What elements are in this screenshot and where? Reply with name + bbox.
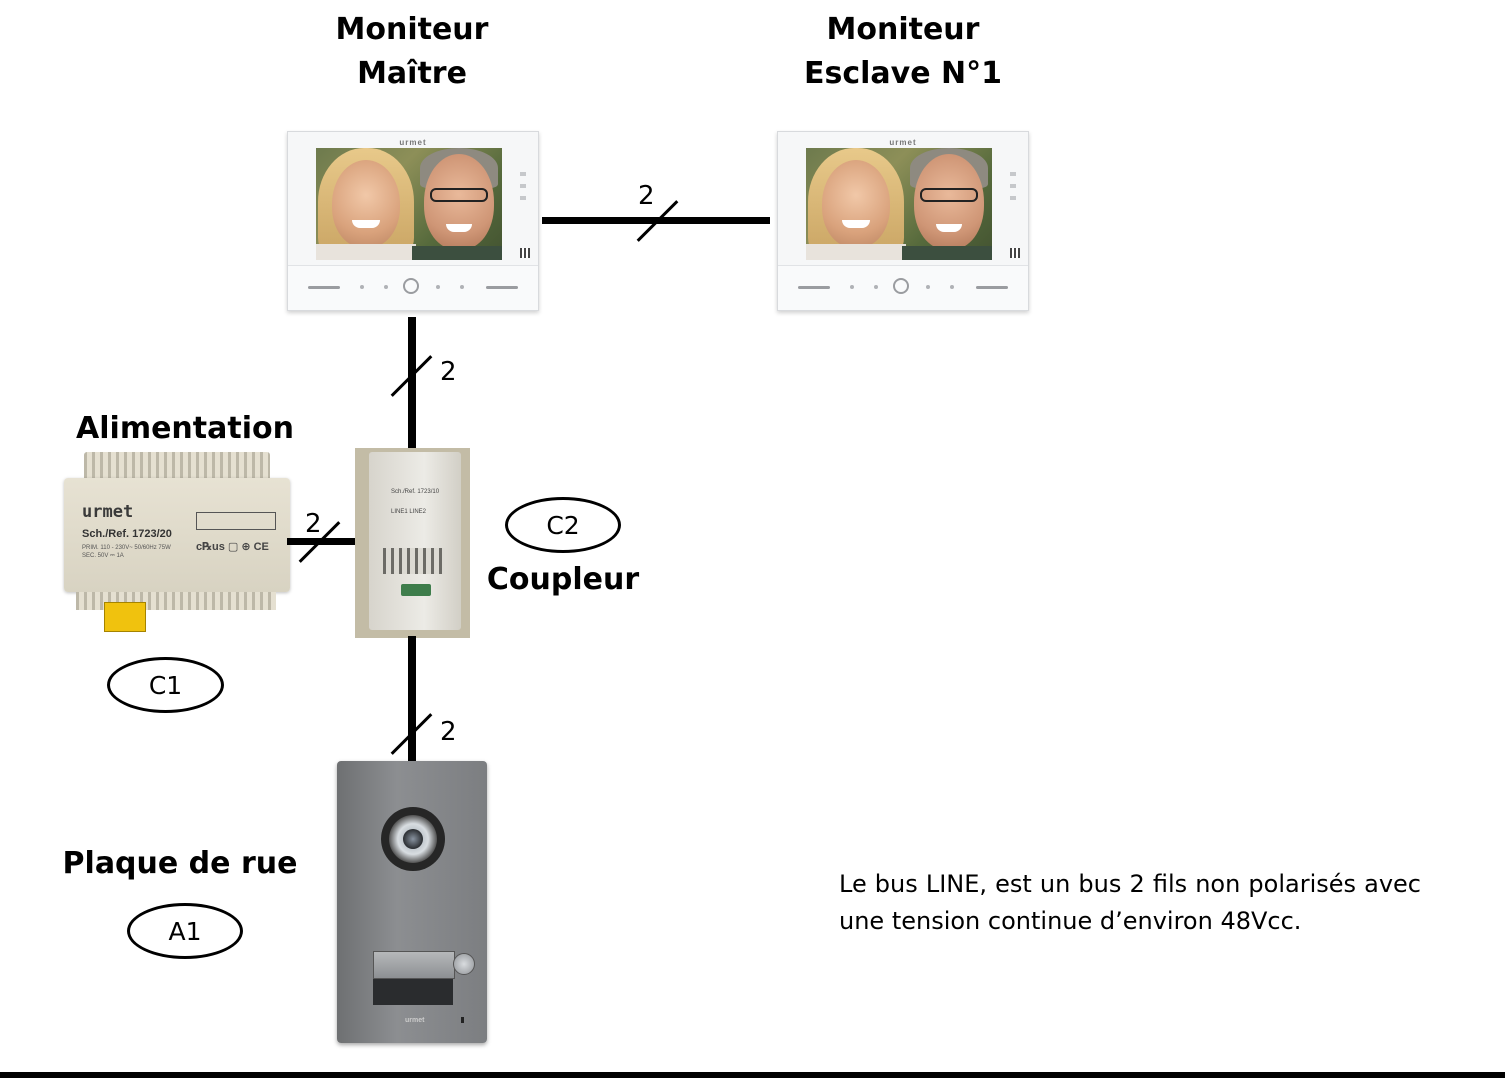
wire-master-to-coupler: [408, 317, 416, 450]
monitor-screen: [806, 148, 992, 260]
psu-warning-label: [196, 512, 276, 530]
coupler-title: Coupleur: [486, 562, 640, 597]
wire-power-to-coupler: [287, 538, 359, 545]
power-supply-device: urmet Sch./Ref. 1723/20 PRIM. 110 - 230V…: [64, 452, 290, 632]
master-monitor-title: Moniteur Maître: [322, 8, 502, 96]
tag-c2: C2: [505, 497, 621, 553]
coupler-device: Sch./Ref. 1723/10 LINE1 LINE2: [355, 448, 470, 638]
master-monitor: urmet: [287, 131, 539, 311]
bottom-rule: [0, 1072, 1505, 1078]
status-strip: [373, 979, 453, 1005]
psu-spec-secondary: SEC. 50V ⎓ 1A: [82, 553, 124, 559]
qr-code: [1010, 248, 1020, 258]
psu-reference: Sch./Ref. 1723/20: [82, 528, 172, 540]
tag-a1: A1: [127, 903, 243, 959]
power-supply-title: Alimentation: [76, 411, 294, 446]
qr-code: [520, 248, 530, 258]
street-plate-device: urmet: [337, 761, 487, 1043]
wire-count-master-to-coupler: 2: [440, 357, 457, 387]
coupler-ref: Sch./Ref. 1723/10: [391, 489, 440, 495]
slave-monitor-title-line1: Moniteur: [826, 12, 980, 47]
monitor-control-panel: [288, 265, 538, 310]
name-label: [373, 951, 455, 979]
slave-monitor-title-line2: Esclave N°1: [804, 56, 1002, 91]
slave-monitor: urmet: [777, 131, 1029, 311]
plate-brand: urmet: [405, 1017, 425, 1024]
wire-coupler-to-plate: [408, 636, 416, 764]
slave-monitor-title: Moniteur Esclave N°1: [793, 8, 1013, 96]
psu-specs: PRIM. 110 - 230V~ 50/60Hz 75W SEC. 50V ⎓…: [82, 544, 171, 560]
monitor-brand: urmet: [889, 138, 917, 147]
coupler-markings: Sch./Ref. 1723/10 LINE1 LINE2: [391, 466, 465, 516]
monitor-home-button-icon: [403, 278, 419, 294]
wire-count-coupler-to-plate: 2: [440, 717, 457, 747]
monitor-screen: [316, 148, 502, 260]
coupler-lines: LINE1 LINE2: [391, 509, 427, 515]
monitor-home-button-icon: [893, 278, 909, 294]
warning-sticker-icon: [104, 602, 146, 632]
psu-spec-primary: PRIM. 110 - 230V~ 50/60Hz 75W: [82, 545, 171, 551]
bus-note: Le bus LINE, est un bus 2 fils non polar…: [839, 870, 1421, 935]
monitor-brand: urmet: [399, 138, 427, 147]
monitor-control-panel: [778, 265, 1028, 310]
wire-count-power-to-coupler: 2: [305, 509, 322, 539]
wire-count-monitor-link: 2: [638, 181, 655, 211]
street-plate-title: Plaque de rue: [62, 846, 298, 881]
master-monitor-title-line2: Maître: [357, 56, 467, 91]
psu-certifications: c℞us ▢ ⊕ CE: [196, 541, 269, 553]
master-monitor-title-line1: Moniteur: [335, 12, 489, 47]
psu-brand-logo: urmet: [82, 502, 134, 522]
tag-c1: C1: [107, 657, 224, 713]
call-button-icon: [453, 953, 475, 975]
